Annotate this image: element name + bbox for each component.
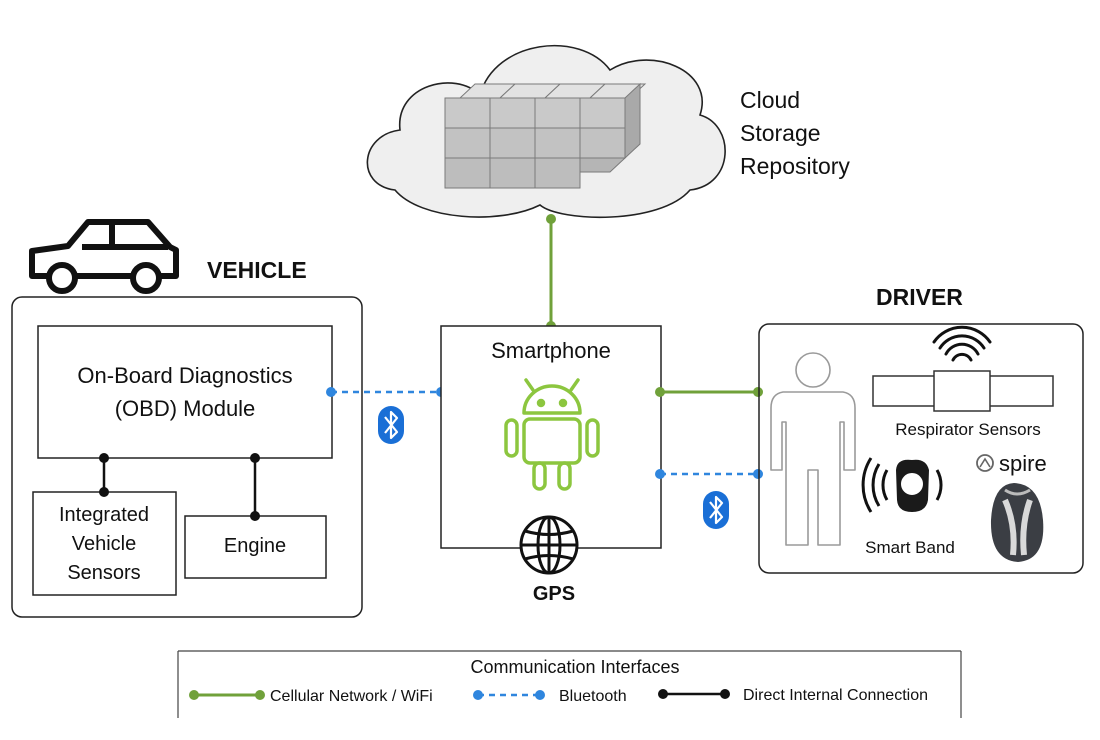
- link-node: [655, 469, 665, 479]
- legend-title: Communication Interfaces: [470, 657, 679, 677]
- direct-links: [99, 453, 260, 521]
- cloud-label-line2: Storage: [740, 120, 821, 146]
- respirator-sensor-icon: [872, 370, 1054, 412]
- legend-direct-label: Direct Internal Connection: [743, 687, 928, 704]
- bluetooth-icon: [703, 491, 729, 529]
- spire-device-icon: [990, 483, 1044, 562]
- cloud-label-line3: Repository: [740, 153, 850, 179]
- smartphone-label: Smartphone: [491, 338, 611, 363]
- sensors-label-line3: Sensors: [67, 562, 140, 584]
- link-node: [546, 214, 556, 224]
- legend-bluetooth-label: Bluetooth: [559, 688, 627, 705]
- smartphone-box: [440, 325, 662, 549]
- link-node: [326, 387, 336, 397]
- link-node: [753, 387, 763, 397]
- vehicle-box: [11, 296, 363, 618]
- cloud-label: Cloud Storage Repository: [740, 87, 850, 179]
- person-icon: [770, 352, 856, 546]
- smart-band-icon: [861, 457, 943, 513]
- smart-band-label: Smart Band: [865, 538, 955, 557]
- globe-icon: [519, 515, 579, 575]
- link-node: [753, 469, 763, 479]
- server-blocks-icon: [444, 82, 647, 189]
- cloud-label-line1: Cloud: [740, 87, 800, 113]
- obd-label-line1: On-Board Diagnostics: [77, 363, 292, 388]
- gps-label: GPS: [533, 583, 575, 605]
- link-node: [655, 387, 665, 397]
- sensors-label-line1: Integrated: [59, 504, 149, 526]
- bluetooth-icon: [378, 406, 404, 444]
- android-icon: [504, 378, 600, 491]
- driver-title: DRIVER: [876, 284, 963, 310]
- spire-logo: spire: [976, 451, 1047, 476]
- obd-label-line2: (OBD) Module: [115, 396, 256, 421]
- sensors-box: [32, 491, 177, 596]
- vehicle-title: VEHICLE: [207, 257, 307, 283]
- engine-box: [184, 515, 327, 579]
- respirator-label: Respirator Sensors: [895, 420, 1041, 439]
- wifi-signal-icon: [932, 325, 992, 362]
- car-icon: [29, 219, 179, 294]
- sensors-label-line2: Vehicle: [72, 533, 137, 555]
- spire-label: spire: [999, 451, 1047, 476]
- driver-box: [758, 323, 1084, 574]
- engine-label: Engine: [224, 535, 286, 557]
- legend-cellular-label: Cellular Network / WiFi: [270, 688, 433, 705]
- legend: Communication Interfaces Cellular Networ…: [177, 650, 962, 718]
- obd-module-box: [37, 325, 333, 459]
